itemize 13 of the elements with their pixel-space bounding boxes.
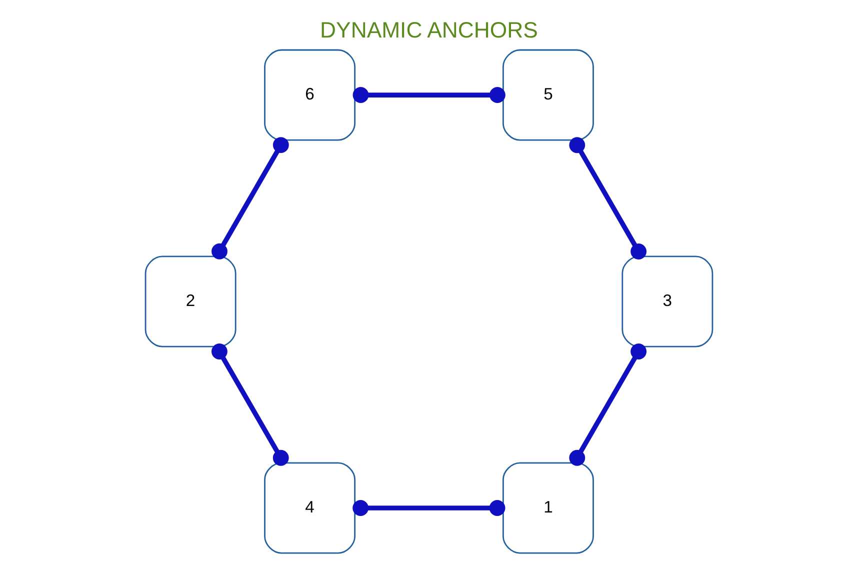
node-box: 3 (621, 256, 713, 348)
node-box: 4 (264, 462, 355, 554)
connector (568, 137, 646, 260)
connector (352, 87, 505, 103)
connector (352, 500, 505, 516)
connector (211, 137, 288, 260)
diagram-title: DYNAMIC ANCHORS (320, 17, 538, 42)
node-box: 6 (264, 49, 355, 141)
connector (210, 344, 288, 466)
node-box: 5 (502, 49, 594, 141)
connector (568, 344, 646, 466)
node-box: 1 (502, 462, 594, 554)
node-box: 2 (144, 256, 236, 348)
